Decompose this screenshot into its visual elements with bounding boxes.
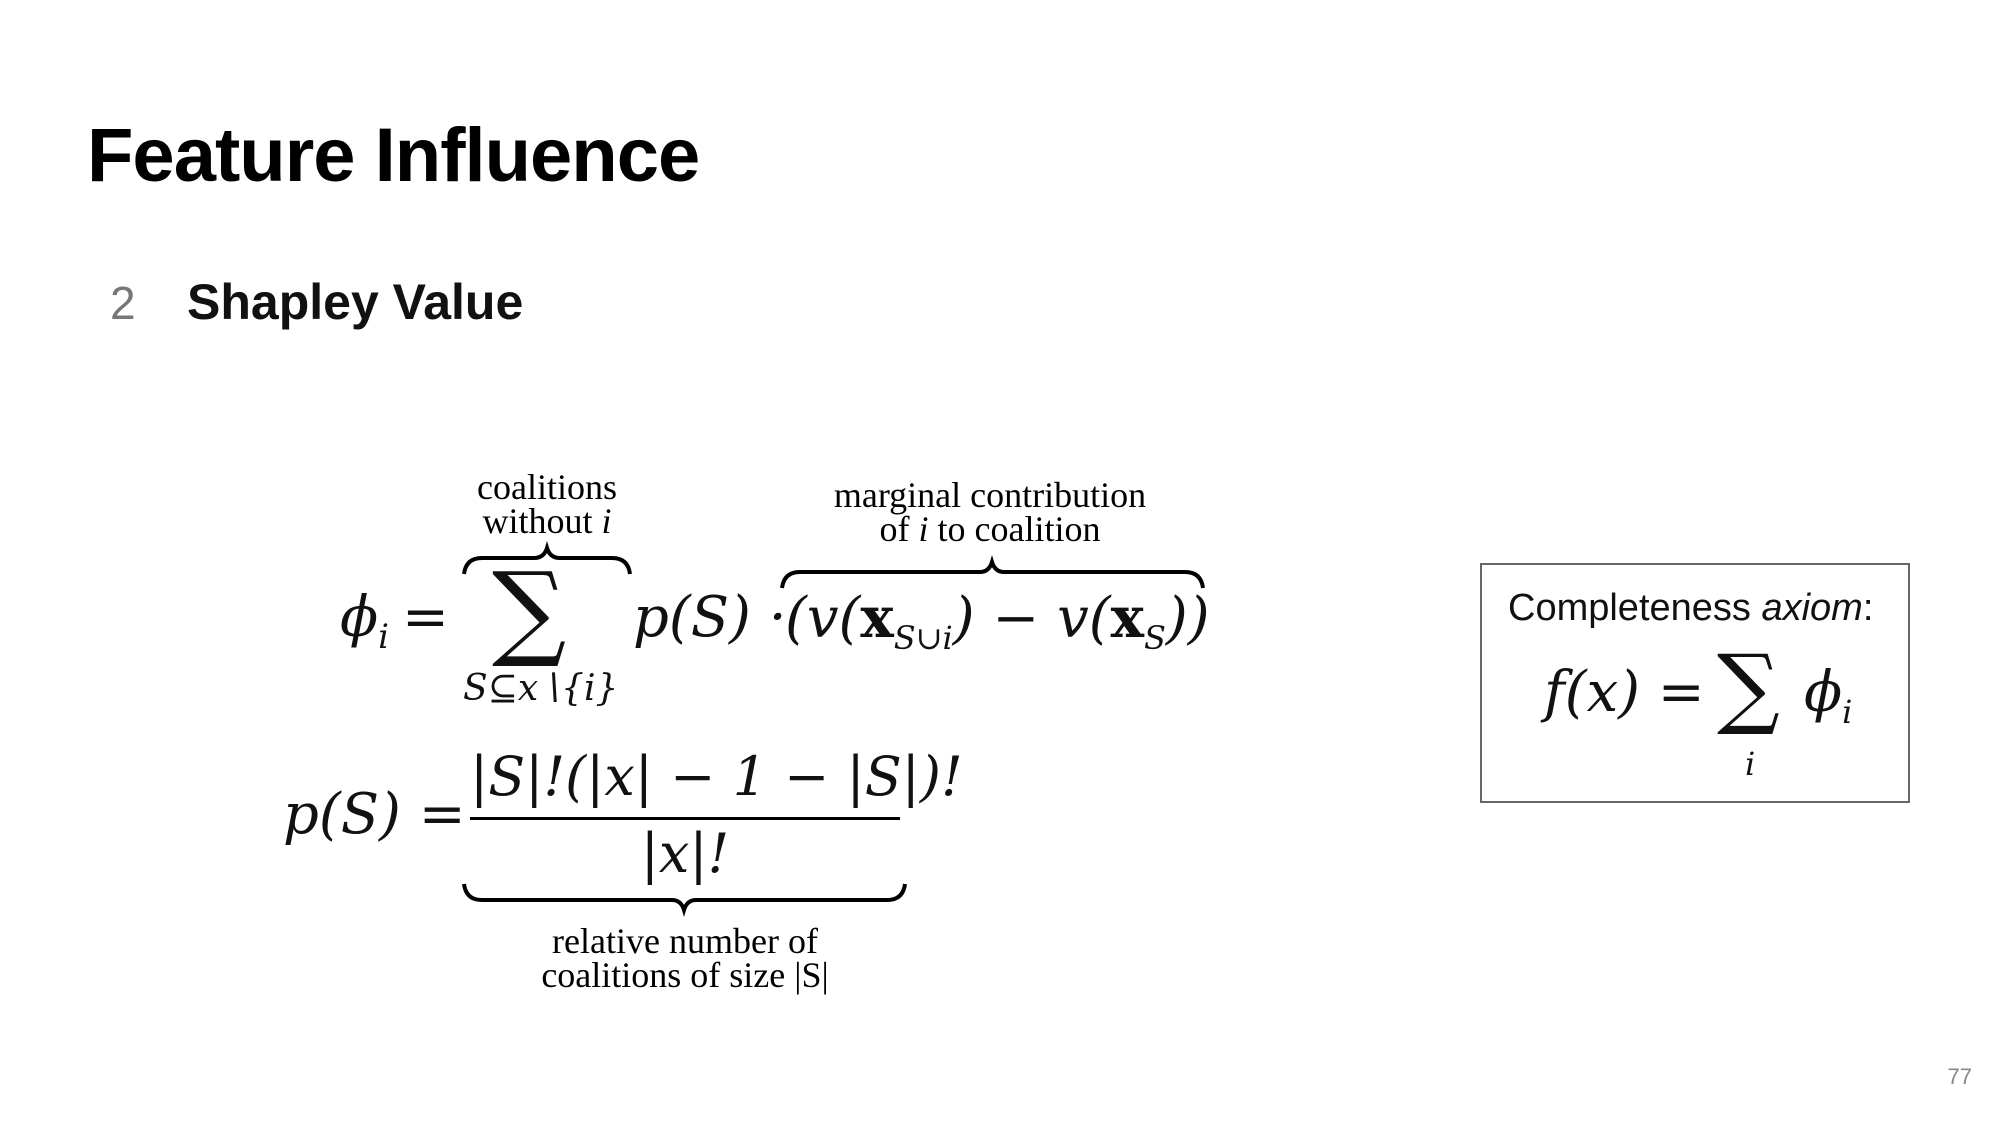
annotation-relative-line1: relative number of	[552, 921, 818, 961]
axiom-title-prefix: Completeness	[1508, 587, 1762, 629]
fraction-bar	[470, 817, 900, 820]
marginal-contribution-expr: (v(xS∪i) − v(xS))	[785, 585, 1210, 657]
p-of-s-term: p(S) ·	[633, 585, 787, 650]
axiom-lhs: f(x) =	[1544, 660, 1705, 725]
p-of-s-lhs: p(S) =	[283, 782, 466, 847]
annotation-coalitions-line2: without	[482, 501, 602, 541]
brace-over-sum	[462, 541, 632, 575]
annotation-marginal-suffix: to coalition	[928, 509, 1101, 549]
phi-subscript: i	[378, 617, 390, 658]
axiom-sum-symbol: ∑	[1717, 635, 1780, 738]
marginal-mid: ) − v(	[952, 586, 1111, 651]
axiom-sum-index: i	[1745, 745, 1756, 783]
sub-s: S	[1143, 619, 1166, 658]
axiom-title-suffix: :	[1862, 587, 1874, 629]
section-title: Shapley Value	[187, 274, 524, 330]
annotation-relative: relative number of coalitions of size |S…	[480, 921, 890, 995]
phi-symbol: ϕ	[340, 585, 379, 650]
axiom-title-emphasis: axiom	[1761, 587, 1863, 629]
axiom-title: Completeness axiom:	[1508, 587, 1873, 630]
annotation-marginal-var: i	[918, 509, 929, 549]
phi-i-lhs: ϕi	[340, 585, 389, 657]
brace-over-marginal	[780, 555, 1205, 589]
equals-sign: =	[402, 585, 449, 650]
axiom-phi: ϕi	[1804, 660, 1852, 731]
marginal-open: (v(	[785, 586, 861, 651]
annotation-marginal-prefix: of	[879, 509, 919, 549]
completeness-axiom-box: Completeness axiom: f(x) = ∑ i ϕi	[1480, 563, 1910, 803]
section-number: 2	[110, 277, 136, 329]
annotation-marginal-line1: marginal contribution	[833, 475, 1147, 515]
page-number: 77	[1947, 1064, 1972, 1089]
slide-title: Feature Influence	[87, 113, 700, 198]
annotation-coalitions: coalitions without i	[462, 467, 632, 541]
annotation-coalitions-line1: coalitions	[477, 467, 617, 507]
annotation-marginal: marginal contribution of i to coalition	[780, 475, 1200, 549]
fraction-denominator: |x|!	[640, 822, 730, 885]
x-bold-2: x	[1110, 585, 1144, 651]
fraction-numerator: |S|!(|x| − 1 − |S|)!	[470, 745, 963, 808]
axiom-phi-subscript: i	[1842, 693, 1853, 732]
annotation-coalitions-var: i	[601, 501, 612, 541]
axiom-phi-symbol: ϕ	[1804, 660, 1843, 725]
brace-under-fraction	[462, 883, 907, 917]
sum-symbol: ∑	[492, 549, 567, 671]
x-bold-1: x	[860, 585, 894, 651]
sub-s-union-i: S∪i	[893, 619, 953, 658]
marginal-close: ))	[1165, 586, 1210, 651]
annotation-relative-line2: coalitions of size |S|	[541, 955, 829, 995]
sum-subscript: S⊆x∖{i}	[463, 668, 619, 709]
